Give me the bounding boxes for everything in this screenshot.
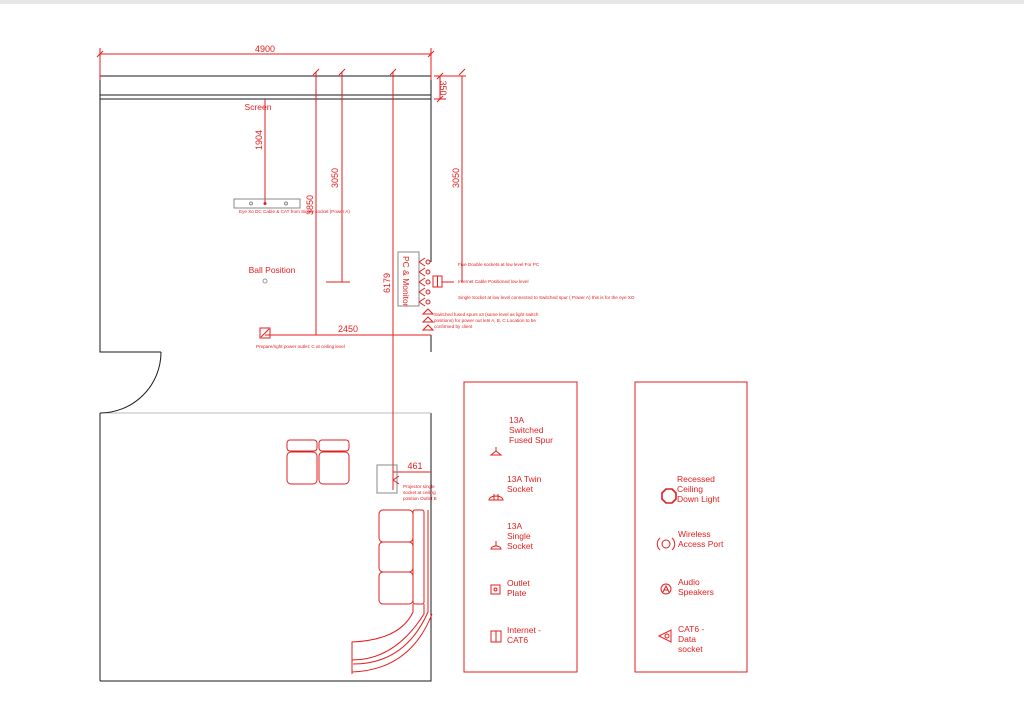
- speaker-icon: [660, 583, 672, 595]
- legend-label-outlet-plate: Outlet Plate: [507, 578, 530, 598]
- fused-spur-icon: [489, 447, 503, 456]
- pc-monitor-label: PC & Monitor: [401, 256, 411, 307]
- dim-wall-to-projector-outlet: 3850: [305, 195, 315, 215]
- dim-room-width: 4900: [255, 44, 275, 54]
- legend-label-cat6-data: CAT6 - Data socket: [678, 624, 705, 654]
- legend-label-twin-socket: 13A Twin Socket: [507, 474, 542, 494]
- note-internet-cable: Internet Cable Positioned low level: [458, 279, 528, 284]
- pc-monitor-unit: [397, 251, 420, 307]
- dim-projector-offset: 461: [407, 461, 422, 471]
- cat6-data-icon: [657, 629, 672, 643]
- note-projector-outlet: Prepare/right power outlet: C at ceiling…: [256, 344, 345, 349]
- note-switched-spurs: Switched fused spurs x3 (same level as l…: [434, 312, 539, 329]
- legend-label-fused-spur: 13A Switched Fused Spur: [509, 415, 553, 445]
- ball-position-label: Ball Position: [249, 265, 296, 275]
- dim-screen-to-eye: 1904: [254, 130, 264, 150]
- note-five-double: Five Double sockets at low level For PC: [458, 262, 540, 267]
- legend-label-single-socket: 13A Single Socket: [507, 521, 533, 551]
- dim-wall-to-pc-a: 3050: [330, 168, 340, 188]
- legend-box-left: [463, 381, 578, 673]
- internet-cat6-icon: [490, 630, 502, 643]
- projector-outlet-c: [259, 327, 271, 339]
- chairs-pair: [286, 439, 350, 485]
- legend-label-wireless-ap: Wireless Access Port: [678, 529, 724, 549]
- note-eye-xo: Eye Xo DC Cable & CAT from Single socket…: [239, 209, 350, 214]
- single-socket-icon: [490, 541, 502, 550]
- note-projector-socket: Projector single socket at ceiling posit…: [403, 484, 437, 501]
- legend-label-downlight: Recessed Ceiling Down Light: [677, 474, 720, 504]
- screen-wall-bar: [99, 94, 432, 100]
- legend-label-speaker: Audio Speakers: [678, 577, 714, 597]
- dim-wall-offset: 350: [438, 80, 448, 95]
- door-swing: [99, 351, 162, 414]
- dimension-lines: [96, 48, 466, 490]
- projector-socket-b: [376, 464, 400, 494]
- outlet-plate-icon: [490, 584, 501, 595]
- downlight-icon: [661, 488, 677, 504]
- legend-box-right: [634, 381, 748, 673]
- l-shaped-sofa: [351, 509, 433, 674]
- note-switched-spurs-box: Switched fused spurs x3 (same level as l…: [434, 312, 539, 329]
- note-projector-socket-box: Projector single socket at ceiling posit…: [403, 484, 437, 501]
- ball-marker: [262, 278, 268, 284]
- dim-wall-to-pc-b: 3050: [451, 168, 461, 188]
- wall-lower: [100, 413, 432, 682]
- legend-label-internet-cat6: Internet - CAT6: [507, 625, 542, 645]
- note-single-socket: Single Socket at low level connected to …: [458, 295, 635, 300]
- page-top-border: [0, 0, 1024, 4]
- dim-ball-to-wall: 2450: [338, 324, 358, 334]
- wireless-ap-icon: [656, 537, 676, 551]
- dim-wall-to-projector-socket: 6179: [382, 273, 392, 293]
- twin-socket-icon: [488, 494, 504, 501]
- screen-label: Screen: [245, 102, 272, 112]
- eye-xo-device: [233, 198, 301, 209]
- pc-socket-cluster: [418, 257, 454, 331]
